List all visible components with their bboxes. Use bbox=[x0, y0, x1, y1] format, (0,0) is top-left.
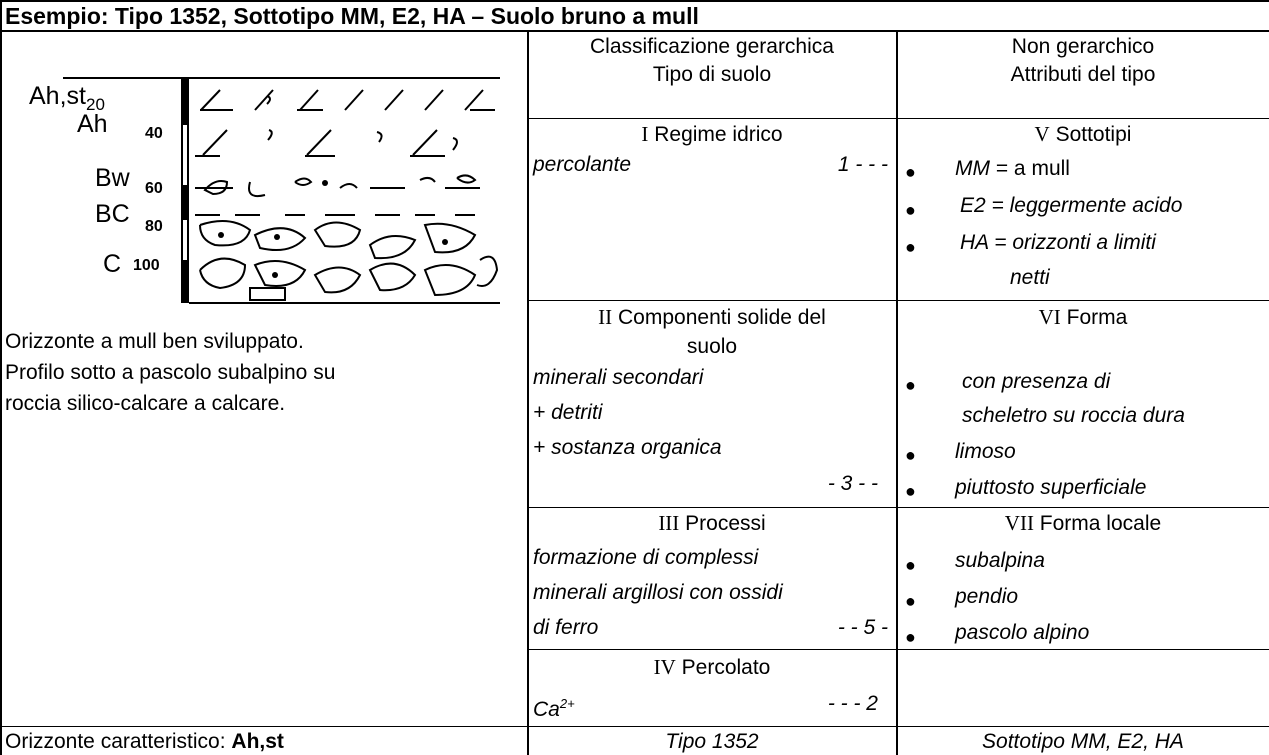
horizon-label-ahst: Ah,st20 bbox=[29, 82, 105, 114]
row-divider-header bbox=[528, 118, 1269, 119]
col-divider-1 bbox=[527, 31, 529, 755]
section-4-title: IV Percolato bbox=[653, 655, 771, 679]
section-6-title: VI Forma bbox=[1038, 305, 1128, 329]
characteristic-horizon: Orizzonte caratteristico: Ah,st bbox=[5, 730, 284, 753]
row-divider-3 bbox=[528, 507, 1269, 508]
depth-80: 80 bbox=[145, 218, 163, 235]
form-line-1: con presenza di bbox=[962, 370, 1111, 393]
table-border-top bbox=[0, 0, 1269, 2]
row-divider-4 bbox=[528, 649, 1269, 650]
bullet-icon: ● bbox=[905, 162, 916, 182]
horizon-label-bc: BC bbox=[95, 200, 130, 228]
local-form-1: subalpina bbox=[955, 549, 1045, 572]
section-2-title-cont: suolo bbox=[686, 335, 738, 358]
bullet-icon: ● bbox=[905, 591, 916, 611]
profile-description-line-1: Orizzonte a mull ben sviluppato. bbox=[5, 330, 304, 353]
bullet-icon: ● bbox=[905, 200, 916, 220]
local-form-2: pendio bbox=[955, 585, 1019, 608]
subtype-ha: HA = orizzonti a limiti bbox=[960, 231, 1156, 254]
depth-40: 40 bbox=[145, 125, 163, 142]
profile-description-line-2: Profilo sotto a pascolo subalpino su bbox=[5, 361, 336, 384]
section-2-title: II Componenti solide del bbox=[598, 305, 826, 329]
section-1-value: percolante bbox=[533, 153, 632, 176]
subtype-mm: MM = a mull bbox=[955, 157, 1070, 180]
section-1-title: I Regime idrico bbox=[641, 122, 783, 146]
bullet-icon: ● bbox=[905, 237, 916, 257]
soil-profile-figure: Ah,st20 Ah 40 Bw 60 BC 80 C 100 bbox=[5, 70, 515, 310]
form-line-2: scheletro su roccia dura bbox=[962, 404, 1185, 427]
section-4-code: - - - 2 bbox=[827, 692, 878, 715]
section-5-title: V Sottotipi bbox=[1034, 122, 1132, 146]
col-divider-2 bbox=[896, 31, 898, 755]
horizon-label-bw: Bw bbox=[95, 164, 130, 192]
header-classification: Classificazione gerarchica bbox=[590, 35, 834, 58]
bullet-icon: ● bbox=[905, 481, 916, 501]
bullet-icon: ● bbox=[905, 445, 916, 465]
title-divider bbox=[0, 30, 1269, 32]
soil-profile-drawing bbox=[63, 77, 500, 304]
bullet-icon: ● bbox=[905, 555, 916, 575]
form-line-3: limoso bbox=[955, 440, 1016, 463]
section-1-code: 1 - - - bbox=[837, 153, 888, 176]
bullet-icon: ● bbox=[905, 375, 916, 395]
section-2-line-3: + sostanza organica bbox=[533, 436, 722, 459]
page-title: Esempio: Tipo 1352, Sottotipo MM, E2, HA… bbox=[5, 3, 699, 29]
section-3-line-1: formazione di complessi bbox=[533, 546, 759, 569]
header-non-hierarchical: Non gerarchico bbox=[1011, 35, 1155, 58]
section-3-code: - - 5 - bbox=[837, 616, 888, 639]
section-2-code: - 3 - - bbox=[827, 472, 878, 495]
profile-description-line-3: roccia silico-calcare a calcare. bbox=[5, 392, 286, 415]
depth-100: 100 bbox=[133, 257, 160, 274]
section-3-title: III Processi bbox=[658, 511, 766, 535]
depth-60: 60 bbox=[145, 180, 163, 197]
row-divider-2 bbox=[528, 300, 1269, 301]
section-2-line-1: minerali secondari bbox=[533, 366, 704, 389]
header-soil-type: Tipo di suolo bbox=[652, 63, 772, 86]
horizon-label-ah: Ah bbox=[77, 110, 108, 138]
subtype-e2: E2 = leggermente acido bbox=[960, 194, 1183, 217]
local-form-3: pascolo alpino bbox=[955, 621, 1090, 644]
section-4-value: Ca2+ bbox=[533, 696, 575, 721]
section-3-line-3: di ferro bbox=[533, 616, 599, 639]
section-3-line-2: minerali argillosi con ossidi bbox=[533, 581, 783, 604]
footer-type: Tipo 1352 bbox=[665, 730, 759, 753]
table-border-left bbox=[0, 0, 2, 755]
header-attributes: Attributi del tipo bbox=[1010, 63, 1156, 86]
section-7-title: VII Forma locale bbox=[1004, 511, 1162, 535]
form-line-4: piuttosto superficiale bbox=[955, 476, 1147, 499]
row-divider-footer bbox=[0, 726, 1269, 727]
horizon-label-c: C bbox=[103, 250, 122, 278]
section-2-line-2: + detriti bbox=[533, 401, 603, 424]
subtype-ha-cont: netti bbox=[1010, 266, 1050, 289]
footer-subtype: Sottotipo MM, E2, HA bbox=[982, 730, 1184, 753]
bullet-icon: ● bbox=[905, 627, 916, 647]
